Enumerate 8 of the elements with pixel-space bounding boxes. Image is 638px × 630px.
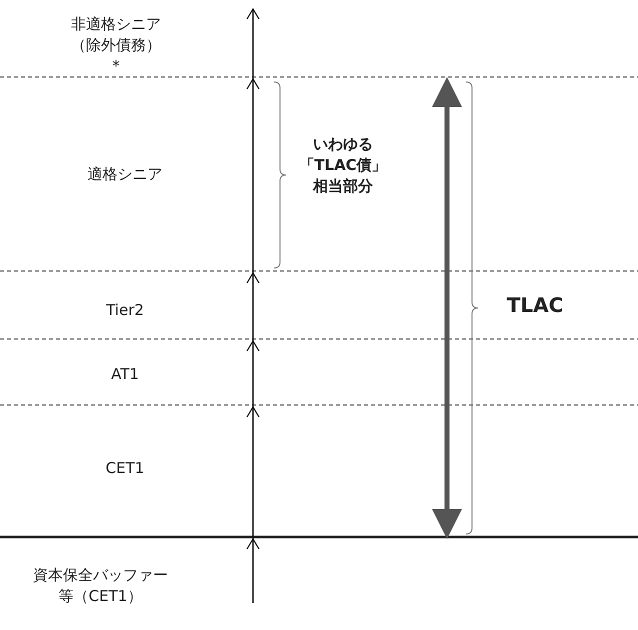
bracket-label: TLAC [506, 295, 564, 316]
layer-label: 資本保全バッファー等（CET1） [32, 565, 169, 607]
layer-label: Tier2 [105, 300, 145, 321]
bracket-label: いわゆる「TLAC債」相当部分 [298, 134, 388, 197]
layer-label: AT1 [110, 364, 140, 385]
layer-label: CET1 [104, 458, 146, 479]
layer-label: 非適格シニア（除外債務）* [70, 14, 162, 77]
layer-label: 適格シニア [86, 164, 164, 185]
